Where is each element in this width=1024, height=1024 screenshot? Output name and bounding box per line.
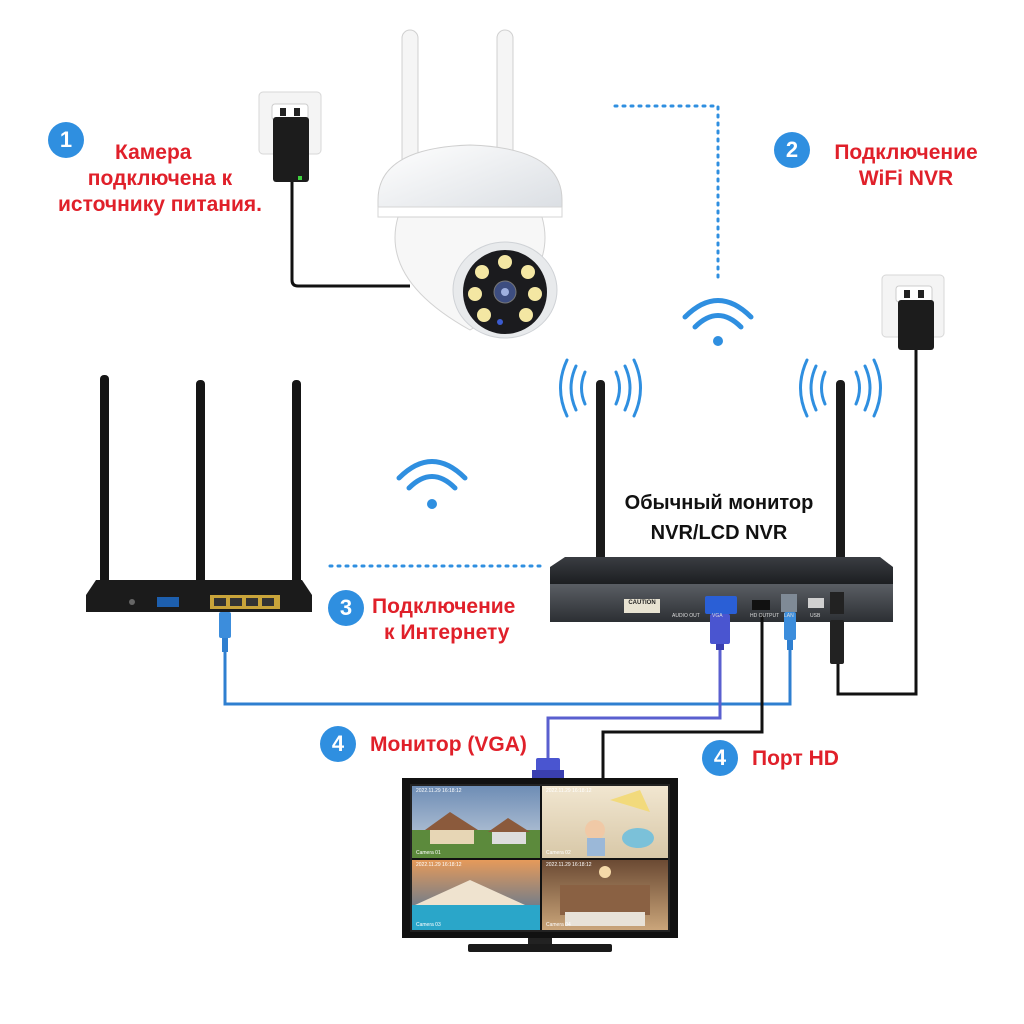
- nvr-ethernet-plug: [784, 612, 796, 650]
- step-3-badge: 3: [328, 590, 364, 626]
- port-label-usb: USB: [810, 613, 821, 619]
- wifi-camera: [377, 29, 563, 339]
- wifi-icon: [396, 459, 468, 509]
- step-3-line-1: Подключение: [372, 595, 516, 618]
- vga-plug: [710, 614, 730, 650]
- step-2-line-1: Подключение: [834, 141, 978, 164]
- camera-view-2: [542, 786, 668, 858]
- step-2-badge: 2: [774, 132, 810, 168]
- step-1-badge: 1: [48, 122, 84, 158]
- router: [86, 375, 312, 612]
- step-4-vga-label: Монитор (VGA): [370, 733, 527, 756]
- step-2-label: Подключение WiFi NVR: [812, 140, 1000, 192]
- screen-caption-2: Camera 02: [546, 850, 571, 856]
- nvr-title: Обычный монитор NVR/LCD NVR: [606, 488, 832, 548]
- camera-view-4: [542, 860, 668, 930]
- nvr-recorder: [550, 380, 893, 622]
- step-4-hd-label: Порт HD: [752, 747, 839, 770]
- step-1-line-1: Камера: [115, 141, 192, 164]
- camera-view-1: [412, 786, 540, 858]
- vga-cable: [546, 650, 722, 758]
- step-1-label: Камера подключена к источнику питания.: [20, 140, 300, 218]
- step-3-line-2: к Интернету: [384, 621, 510, 644]
- port-label-lan: LAN: [784, 613, 794, 619]
- nvr-title-line-1: Обычный монитор: [624, 492, 814, 514]
- step-4-vga-badge: 4: [320, 726, 356, 762]
- port-label-vga: VGA: [712, 613, 723, 619]
- nvr-antenna-signal-icon: [559, 358, 642, 418]
- nvr-power-plug: [830, 620, 844, 664]
- wifi-link-camera-nvr: [613, 104, 720, 282]
- step-3-label: Подключение к Интернету: [372, 594, 515, 646]
- screen-caption-3: Camera 03: [416, 922, 441, 928]
- camera-view-3: [412, 860, 540, 930]
- hd-cable: [601, 614, 764, 780]
- step-1-line-2: подключена к: [87, 167, 233, 190]
- port-label-hd-output: HD OUTPUT: [750, 613, 780, 619]
- screen-caption-1: Camera 01: [416, 850, 441, 856]
- screen-timestamp-1: 2022.11.29 16:18:12: [416, 788, 462, 794]
- nvr-caution-label: CAUTION: [628, 600, 656, 606]
- nvr-power-cable: [836, 350, 918, 696]
- step-4-hd-badge: 4: [702, 740, 738, 776]
- nvr-power-outlet: [881, 274, 945, 350]
- nvr-title-line-2: NVR/LCD NVR: [650, 522, 788, 544]
- ethernet-cable: [223, 650, 792, 706]
- step-1-line-3: источнику питания.: [58, 193, 262, 216]
- wifi-icon: [682, 298, 754, 346]
- screen-timestamp-3: 2022.11.29 16:18:12: [416, 862, 462, 868]
- screen-caption-4: Camera 04: [546, 922, 571, 928]
- step-2-line-2: WiFi NVR: [858, 167, 954, 190]
- port-label-audio-out: AUDIO OUT: [672, 613, 700, 619]
- camera-power-outlet: [258, 91, 322, 182]
- screen-timestamp-2: 2022.11.29 16:18:12: [546, 788, 592, 794]
- monitor: [402, 778, 678, 952]
- camera-power-cable: [290, 182, 410, 288]
- nvr-port-labels: AUDIO OUT VGA HD OUTPUT LAN USB: [672, 613, 832, 623]
- nvr-antenna-signal-icon: [799, 358, 882, 418]
- screen-timestamp-4: 2022.11.29 16:18:12: [546, 862, 592, 868]
- monitor-vga-plug: [532, 758, 564, 780]
- router-ethernet-plug: [219, 612, 231, 652]
